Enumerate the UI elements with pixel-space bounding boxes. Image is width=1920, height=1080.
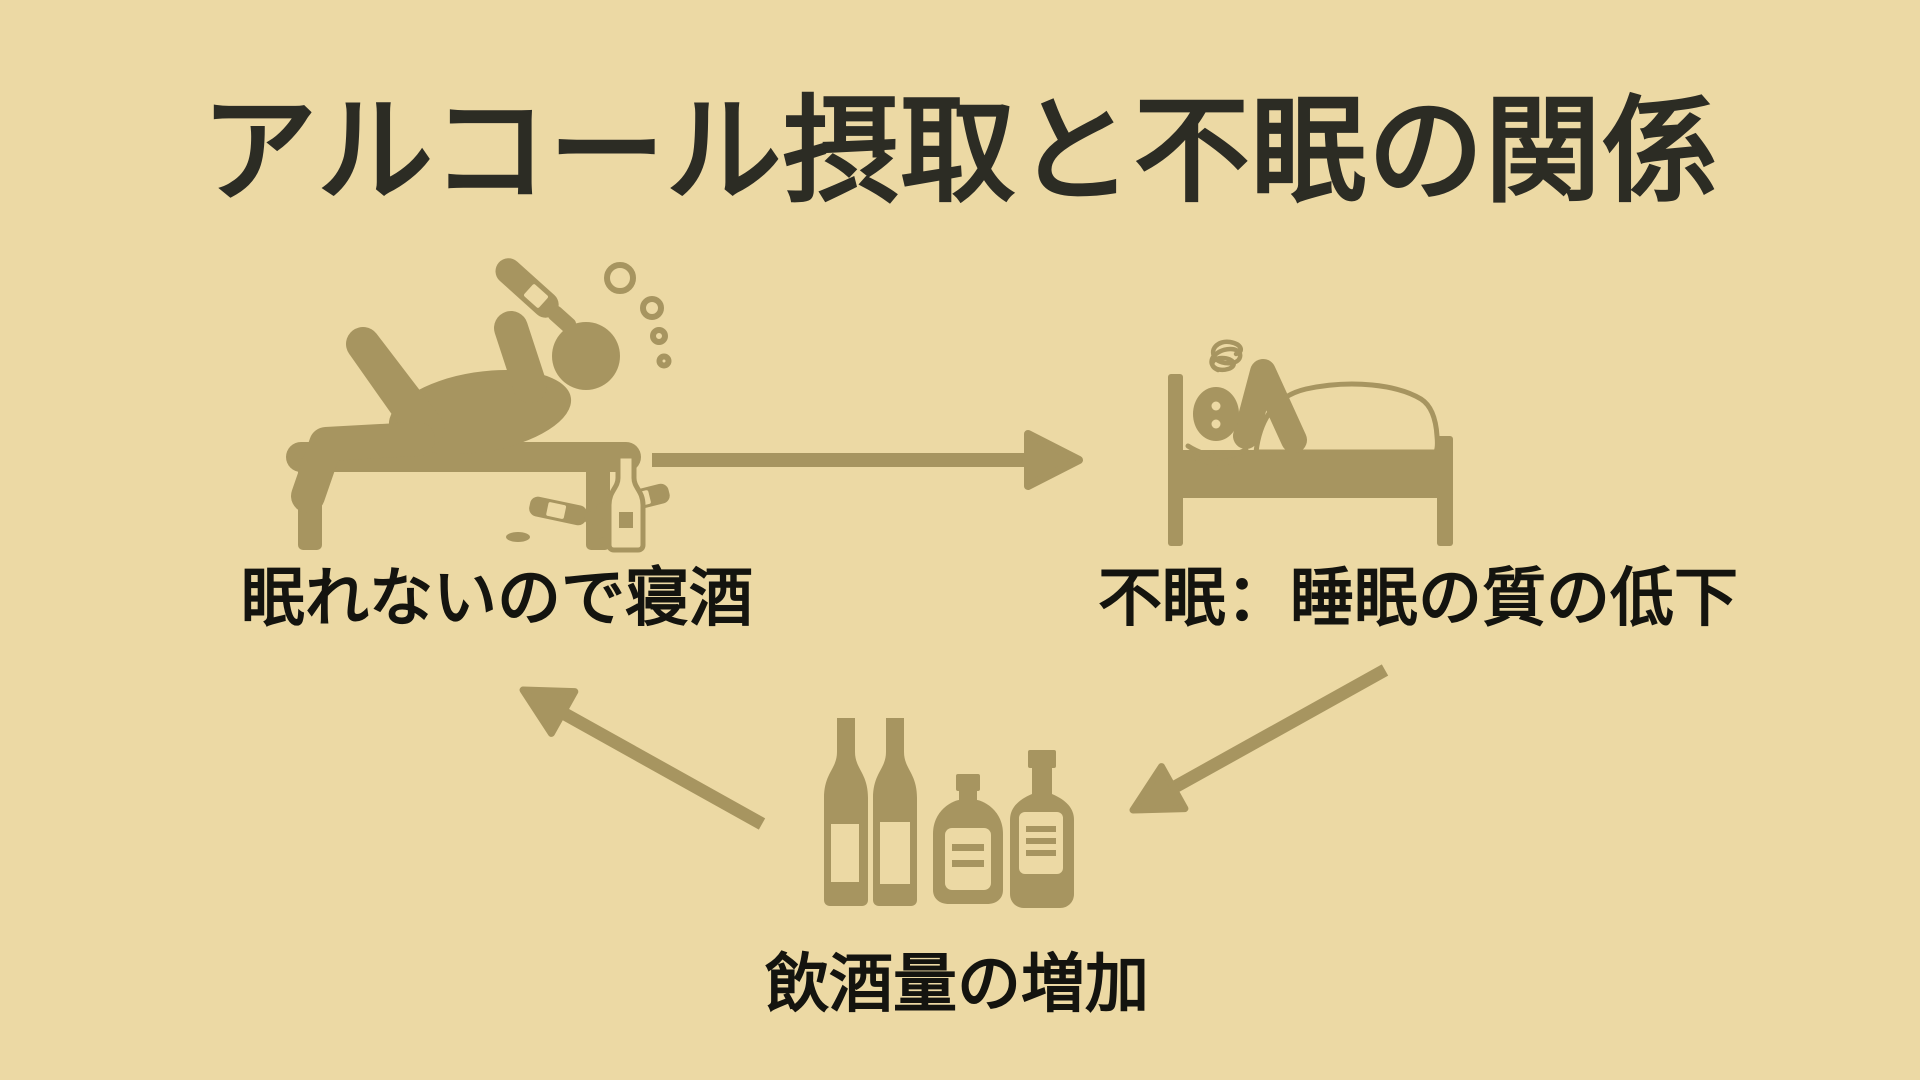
page-title: アルコール摂取と不眠の関係 bbox=[201, 86, 1719, 216]
node-label-insomnia: 不眠：睡眠の質の低下 bbox=[1098, 562, 1738, 634]
alcohol-bottles-icon bbox=[818, 716, 1078, 911]
node-label-increase: 飲酒量の増加 bbox=[765, 948, 1149, 1020]
arrow-nightcap-to-insomnia-icon bbox=[645, 425, 1085, 495]
arrow-insomnia-to-increase-icon bbox=[1110, 645, 1410, 830]
node-label-nightcap: 眠れないので寝酒 bbox=[241, 562, 753, 634]
drunk-person-drinking-on-bench-icon bbox=[268, 244, 678, 554]
sleepless-person-in-bed-icon bbox=[1160, 300, 1460, 550]
arrow-increase-to-nightcap-icon bbox=[490, 655, 790, 845]
